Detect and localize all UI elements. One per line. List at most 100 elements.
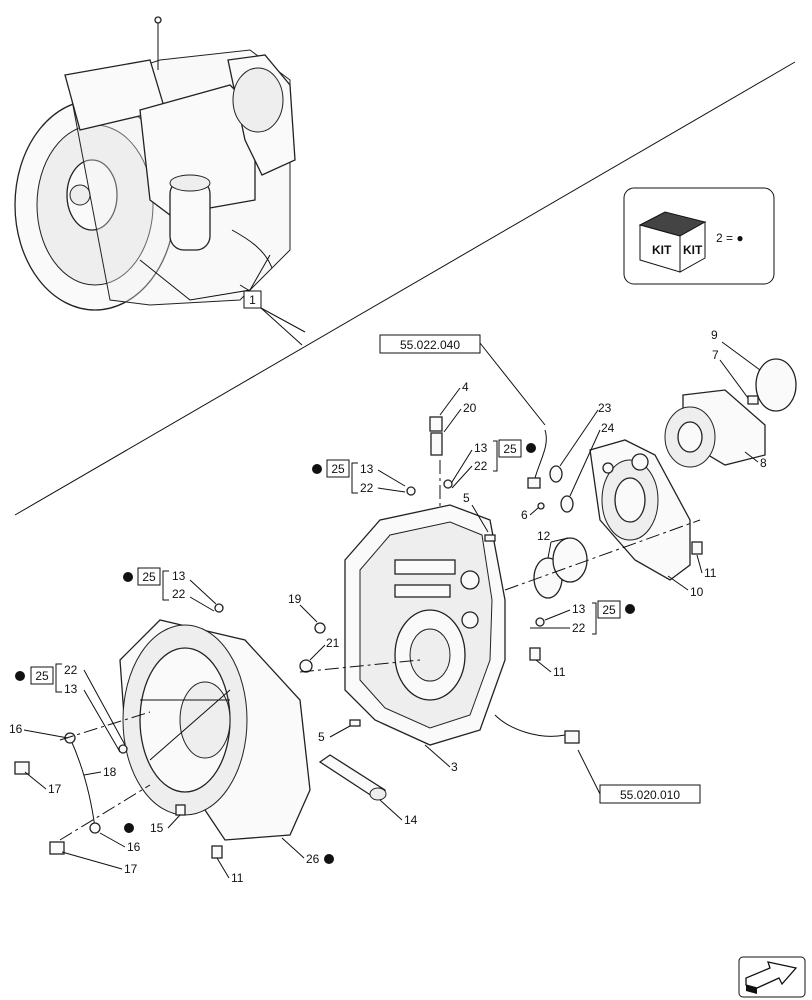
bolt-part-17a [14, 761, 30, 775]
svg-text:13: 13 [64, 682, 78, 696]
kit-group-a: 25 13 22 [312, 459, 406, 495]
svg-text:16: 16 [127, 840, 141, 854]
svg-text:55.020.010: 55.020.010 [620, 788, 680, 802]
plug-part-13-center [443, 479, 453, 489]
kit-dot-icon [324, 854, 334, 864]
kit-box-icon: KIT KIT [638, 211, 707, 273]
ref-box-55-022-040: 55.022.040 [379, 334, 546, 426]
screw-part-7 [747, 395, 759, 405]
plug-part-15 [175, 804, 186, 816]
axis-line-1 [299, 659, 421, 673]
svg-text:18: 18 [103, 765, 117, 779]
navigation-arrow-icon[interactable] [738, 956, 806, 998]
plug-part-13-front [118, 744, 128, 754]
svg-text:19: 19 [288, 592, 302, 606]
svg-text:25: 25 [142, 570, 156, 584]
plug-part-4-20 [429, 416, 443, 456]
kit-group-b: 13 22 25 [451, 439, 536, 489]
svg-text:14: 14 [404, 813, 418, 827]
kit-dot-icon [15, 671, 25, 681]
svg-text:22: 22 [360, 481, 374, 495]
plug-part-13-upper [406, 486, 416, 496]
bolt-part-11-bottom [211, 845, 223, 859]
kit-group-c: 25 13 22 [123, 567, 217, 612]
transmission-assembly-overview [14, 16, 296, 311]
kit-dot-icon [124, 823, 134, 833]
svg-text:24: 24 [601, 421, 615, 435]
svg-text:13: 13 [360, 462, 374, 476]
main-housing-part-3 [344, 504, 506, 746]
svg-text:12: 12 [537, 529, 551, 543]
axis-line-3 [59, 711, 151, 741]
svg-text:13: 13 [172, 569, 186, 583]
svg-text:5: 5 [318, 730, 325, 744]
svg-text:25: 25 [602, 603, 616, 617]
o-ring-part-23 [549, 465, 563, 483]
kit-group-e: 13 22 25 [530, 600, 635, 635]
sensor-part-21 [299, 659, 313, 673]
ref-box-55-020-010: 55.020.010 [577, 749, 701, 804]
callout-labels: 4 20 5 5 6 7 9 8 10 11 11 11 12 23 24 21… [9, 328, 767, 885]
pin-part-6 [537, 502, 545, 510]
svg-text:22: 22 [172, 587, 186, 601]
svg-text:8: 8 [760, 456, 767, 470]
axis-line-4 [59, 784, 151, 841]
svg-text:20: 20 [463, 401, 477, 415]
plug-part-13-left [214, 603, 224, 613]
kit-legend: KIT KIT 2 = ● [623, 187, 775, 285]
plug-part-13-right [535, 617, 545, 627]
svg-text:11: 11 [553, 665, 566, 679]
o-ring-part-19 [314, 622, 326, 634]
svg-text:23: 23 [598, 401, 612, 415]
axis-line-2 [504, 519, 701, 591]
svg-text:13: 13 [474, 441, 488, 455]
pin-part-5-top [484, 534, 496, 542]
sensor-lower [494, 714, 580, 744]
pin-part-5-bottom [349, 719, 361, 727]
svg-text:KIT: KIT [652, 243, 672, 257]
svg-text:3: 3 [451, 760, 458, 774]
svg-text:22: 22 [64, 663, 78, 677]
svg-text:7: 7 [712, 348, 719, 362]
seal-ring-part-9 [755, 358, 797, 412]
kit-dot-icon [526, 443, 536, 453]
svg-text:25: 25 [35, 669, 49, 683]
kit-dot-icon [625, 604, 635, 614]
svg-text:16: 16 [9, 722, 23, 736]
svg-text:26: 26 [306, 852, 320, 866]
svg-text:6: 6 [521, 508, 528, 522]
svg-text:13: 13 [572, 602, 586, 616]
sensor-upper [527, 429, 547, 489]
svg-text:17: 17 [48, 782, 62, 796]
svg-text:11: 11 [231, 871, 244, 885]
flange-part-8 [664, 389, 766, 468]
oil-line-part-18 [64, 732, 101, 834]
bolt-part-11-mid [529, 647, 541, 661]
kit-legend-text: 2 = ● [716, 231, 744, 245]
label-1: 1 [249, 293, 256, 307]
kit-group-d: 25 22 13 [15, 663, 126, 753]
front-housing-part-26 [119, 619, 311, 841]
svg-text:22: 22 [474, 459, 488, 473]
svg-text:25: 25 [503, 442, 517, 456]
seal-ring-part-12b [552, 537, 588, 583]
svg-text:10: 10 [690, 585, 704, 599]
svg-text:4: 4 [462, 380, 469, 394]
svg-text:21: 21 [326, 636, 340, 650]
svg-text:15: 15 [150, 821, 164, 835]
bolt-part-17b [49, 841, 65, 855]
o-ring-part-24 [560, 495, 574, 513]
svg-text:5: 5 [463, 491, 470, 505]
callout-1: 1 [239, 284, 306, 346]
bolt-part-11-right [691, 541, 703, 555]
separator-line [14, 61, 796, 516]
kit-dot-icon [123, 572, 133, 582]
kit-dot-icon [312, 464, 322, 474]
svg-text:25: 25 [331, 462, 345, 476]
svg-text:11: 11 [704, 566, 717, 580]
shaft-part-14 [318, 754, 387, 801]
svg-text:22: 22 [572, 621, 586, 635]
svg-text:9: 9 [711, 328, 718, 342]
svg-text:KIT: KIT [683, 243, 703, 257]
